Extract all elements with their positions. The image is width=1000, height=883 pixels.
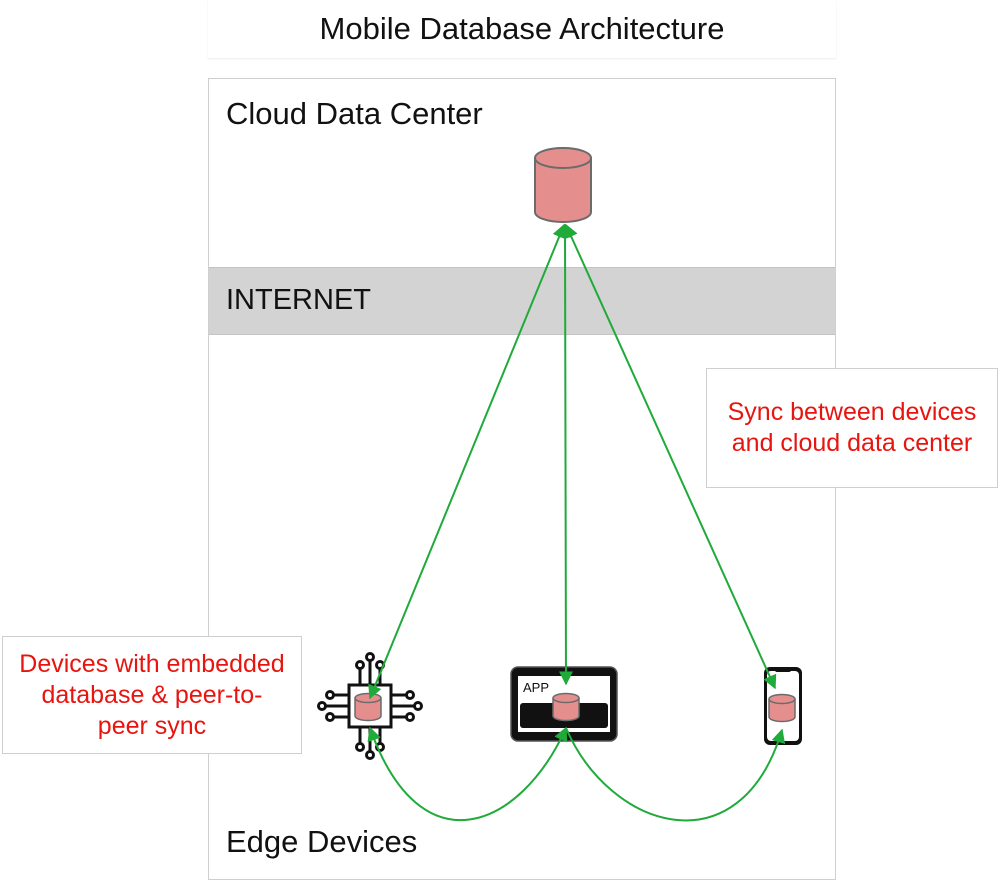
embedded-callout: Devices with embedded database & peer-to…: [2, 636, 302, 754]
edge-zone-label: Edge Devices: [226, 824, 418, 859]
diagram-title: Mobile Database Architecture: [208, 0, 836, 58]
tablet-database-icon: [552, 692, 580, 722]
internet-label: INTERNET: [226, 284, 371, 316]
phone-database-icon: [768, 693, 796, 723]
tablet-app-label: APP: [523, 680, 549, 695]
cloud-database-icon: [534, 147, 592, 223]
p2p-arc-tablet-phone: [565, 727, 786, 822]
chip-database-icon: [354, 692, 382, 722]
p2p-arc-chip-tablet: [367, 726, 568, 822]
sync-arrow-phone-cloud: [564, 223, 777, 690]
sync-arrow-chip-cloud: [368, 223, 566, 700]
cloud-zone-label: Cloud Data Center: [226, 96, 483, 131]
sync-arrow-tablet-cloud: [558, 223, 573, 686]
embedded-callout-text: Devices with embedded database & peer-to…: [19, 649, 285, 740]
